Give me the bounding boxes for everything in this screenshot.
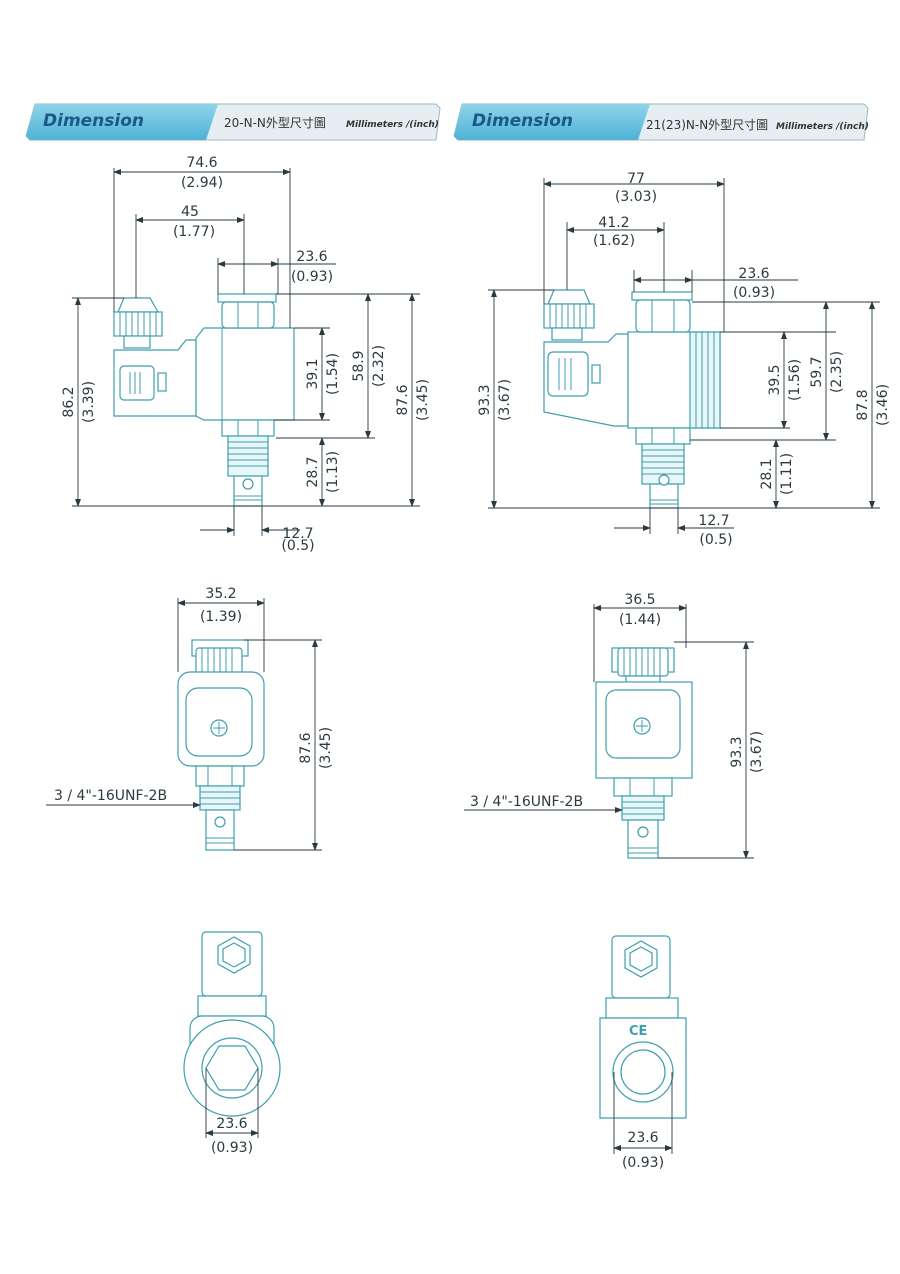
- nut-top: [217, 293, 277, 303]
- dim-hex-width: 23.6: [738, 266, 769, 282]
- right-bottom-view: CE 23.6 (0.93): [599, 935, 687, 1171]
- dim-full-height: 87.8: [855, 389, 871, 420]
- header-left: Dimension 20-N-N外型尺寸圖 Millimeters /(inch…: [25, 103, 441, 141]
- header-title: Dimension: [472, 111, 573, 131]
- connector-neck: [551, 327, 583, 341]
- hex-nut-inner: [222, 942, 246, 968]
- connector-cap: [547, 289, 591, 305]
- dim-coil-height-inch: (1.56): [787, 359, 803, 401]
- dim-full-height-inch: (3.45): [415, 379, 431, 421]
- dim-bottom-hex: 23.6: [216, 1116, 247, 1132]
- dim-total-height: 93.3: [477, 384, 493, 415]
- dim-cartridge-height-inch: (1.11): [779, 453, 795, 495]
- dim-bottom-hex: 23.6: [627, 1130, 658, 1146]
- dim-overall-width: 77: [627, 171, 645, 187]
- dim-hex-width-inch: (0.93): [733, 285, 775, 301]
- dim-cartridge-height-inch: (1.13): [325, 451, 341, 493]
- coil-band: [689, 331, 721, 429]
- dim-total-height-inch: (3.39): [81, 381, 97, 423]
- dim-nose-diameter-inch: (0.5): [281, 538, 314, 554]
- dim-upper-height-inch: (2.35): [829, 351, 845, 393]
- dim-front-height: 93.3: [729, 736, 745, 767]
- dim-connector-width: 45: [181, 204, 199, 220]
- dim-cartridge-height: 28.1: [759, 458, 775, 489]
- bottom-hex: [635, 427, 691, 445]
- connector-neck: [123, 335, 151, 349]
- dim-connector-width-inch: (1.62): [593, 233, 635, 249]
- dim-full-height-inch: (3.46): [875, 384, 891, 426]
- dim-hex-width-inch: (0.93): [291, 269, 333, 285]
- coil-body: [195, 327, 295, 421]
- dim-overall-width-inch: (3.03): [615, 189, 657, 205]
- dim-hex-width: 23.6: [296, 249, 327, 265]
- dim-coil-height-inch: (1.54): [325, 353, 341, 395]
- dim-full-height: 87.6: [395, 384, 411, 415]
- bottom-hex: [221, 419, 275, 437]
- connector-knurl: [195, 647, 243, 675]
- nut-top: [631, 291, 693, 301]
- header-units: Millimeters /(inch): [346, 120, 439, 130]
- dim-overall-width: 74.6: [186, 155, 217, 171]
- dim-total-height: 86.2: [61, 386, 77, 417]
- dim-front-width-inch: (1.44): [619, 612, 661, 628]
- dim-front-width: 35.2: [205, 586, 236, 602]
- dim-total-height-inch: (3.67): [497, 379, 513, 421]
- thread-spec-label: 3 / 4"-16UNF-2B: [470, 794, 583, 810]
- cartridge-nose: [205, 809, 235, 851]
- dim-overall-width-inch: (2.94): [181, 175, 223, 191]
- dim-upper-height: 58.9: [351, 350, 367, 381]
- dim-front-width: 36.5: [624, 592, 655, 608]
- dim-nose-diameter: 12.7: [282, 526, 313, 542]
- connector-cap: [117, 297, 160, 313]
- dim-front-height-inch: (3.45): [318, 727, 334, 769]
- ce-mark: CE: [629, 1024, 647, 1039]
- right-front-view: 36.5 (1.44) 93.3 (3.67) 3 / 4"-16UNF-2B: [464, 592, 765, 859]
- dim-coil-height: 39.5: [767, 364, 783, 395]
- header-title: Dimension: [43, 111, 144, 131]
- dim-upper-height: 59.7: [809, 356, 825, 387]
- connector-window: [547, 351, 589, 397]
- right-side-view: 77 (3.03) 41.2 (1.62) 23.6 (0.93) 12.7 (…: [477, 171, 891, 548]
- dim-front-height-inch: (3.67): [749, 731, 765, 773]
- cartridge-port: [214, 816, 226, 828]
- dim-front-height: 87.6: [298, 732, 314, 763]
- left-bottom-view: 23.6 (0.93): [183, 931, 281, 1156]
- connector-window: [119, 365, 155, 401]
- connector-base: [605, 997, 679, 1019]
- dim-connector-width: 41.2: [598, 215, 629, 231]
- dim-bottom-hex-inch: (0.93): [211, 1140, 253, 1156]
- dim-nose-diameter-inch: (0.5): [699, 532, 732, 548]
- hex-nut-inner: [629, 946, 653, 972]
- cartridge-port: [637, 826, 649, 838]
- dim-connector-width-inch: (1.77): [173, 224, 215, 240]
- connector-tab: [157, 372, 167, 392]
- cartridge-port: [242, 478, 254, 490]
- dim-upper-height-inch: (2.32): [371, 345, 387, 387]
- dim-cartridge-height: 28.7: [305, 456, 321, 487]
- bottom-hex: [195, 765, 245, 787]
- connector-tab: [591, 364, 601, 384]
- left-front-view: 35.2 (1.39) 87.6 (3.45) 3 / 4"-16UNF-2B: [46, 586, 334, 851]
- cartridge-nose: [627, 819, 659, 859]
- top-nut: [635, 299, 691, 333]
- cartridge-port: [658, 474, 670, 486]
- dim-bottom-hex-inch: (0.93): [622, 1155, 664, 1171]
- top-nut: [221, 301, 275, 329]
- header-model-code: 20-N-N外型尺寸圖: [224, 116, 326, 130]
- dim-front-width-inch: (1.39): [200, 609, 242, 625]
- dim-nose-diameter: 12.7: [698, 513, 729, 529]
- dim-coil-height: 39.1: [305, 358, 321, 389]
- header-units: Millimeters /(inch): [776, 122, 869, 132]
- connector-base: [197, 995, 267, 1017]
- bottom-bore-inner: [620, 1049, 666, 1095]
- left-side-view: 74.6 (2.94) 45 (1.77) 23.6 (0.93) 12.7 (…: [61, 155, 431, 554]
- thread-spec-label: 3 / 4"-16UNF-2B: [54, 788, 167, 804]
- bottom-hex: [613, 777, 673, 797]
- header-model-code: 21(23)N-N外型尺寸圖: [646, 118, 768, 132]
- header-right: Dimension 21(23)N-N外型尺寸圖 Millimeters /(i…: [453, 103, 869, 141]
